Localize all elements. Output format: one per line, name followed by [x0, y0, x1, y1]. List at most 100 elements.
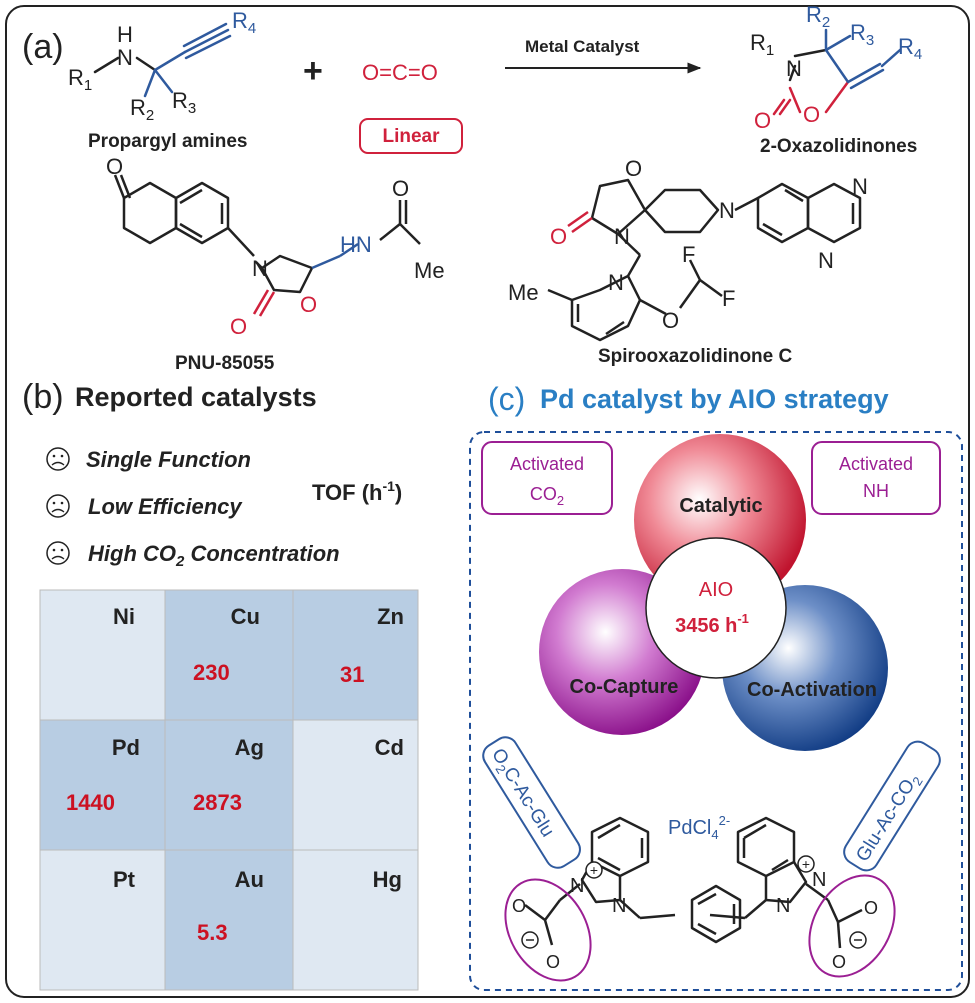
panel-a-label: (a): [22, 28, 64, 66]
table-cell-zn: Zn 31: [292, 589, 419, 721]
sad-face-icon: [46, 494, 70, 518]
table-cell-cd: Cd: [292, 719, 419, 851]
oxazolidinone-structure: N R1 R2 R3 R4 O O: [750, 2, 922, 133]
table-cell-ag: Ag 2873: [164, 719, 294, 851]
pnu-carbonyl-o: O: [106, 154, 123, 179]
pnu-amide-o: O: [392, 176, 409, 201]
quinoxaline-n2: N: [818, 248, 834, 273]
pnu-ring-o: O: [300, 292, 317, 317]
drug2-caption: Spirooxazolidinone C: [598, 346, 793, 367]
svg-text:+: +: [590, 862, 598, 878]
co2-formula: O=C=O: [362, 60, 438, 85]
right-chain-tag: Glu-Ac-CO2: [843, 740, 941, 872]
ligand-n-left-top: N: [570, 875, 584, 897]
pnu-85055-structure: [113, 174, 421, 317]
spiro-ring-o: O: [625, 156, 642, 181]
spiro-f2: F: [722, 286, 735, 311]
issue-item: Low Efficiency: [46, 494, 243, 519]
product-ring-o: O: [803, 102, 820, 127]
metal-label: Cu: [231, 604, 260, 629]
linear-tag: Linear: [382, 126, 440, 147]
activated-nh-line1: Activated: [839, 454, 913, 474]
pnu-hn: HN: [340, 232, 372, 257]
product-atom-r1: R1: [750, 30, 774, 59]
table-cell-hg: Hg: [292, 849, 419, 991]
tof-value: 31: [340, 662, 364, 687]
carboxylate-right-highlight: [808, 874, 896, 978]
spirooxazolidinone-structure: [547, 178, 862, 342]
panel-b: (b) Reported catalysts Single Function L…: [22, 378, 419, 991]
table-cell-au: Au 5.3: [164, 849, 294, 991]
issue-text: Single Function: [86, 447, 251, 472]
drug1-caption: PNU-85055: [175, 353, 275, 374]
metal-label: Zn: [377, 604, 404, 629]
issue-item: Single Function: [46, 447, 251, 472]
product-caption: 2-Oxazolidinones: [760, 136, 917, 157]
activated-co2-line2: CO2: [530, 484, 564, 508]
svg-text:+: +: [802, 856, 810, 872]
panel-b-label: (b): [22, 378, 64, 416]
propargyl-amine-structure: H N R1 R4 R2 R3: [68, 8, 256, 124]
activated-co2-box: Activated CO2: [481, 441, 613, 515]
issue-text: High CO2 Concentration: [88, 541, 340, 570]
carboxylate-o-right-1: O: [864, 898, 878, 918]
spiro-f1: F: [682, 242, 695, 267]
atom-r2: R2: [130, 95, 154, 124]
spiro-atom-n: N: [614, 224, 630, 249]
spiro-ether-o: O: [662, 308, 679, 333]
carboxylate-o-left-1: O: [512, 896, 526, 916]
tof-label: TOF (h-1): [312, 478, 402, 505]
pyridine-n: N: [608, 270, 624, 295]
product-atom-r3: R3: [850, 20, 874, 49]
panel-c-title: Pd catalyst by AIO strategy: [540, 384, 889, 414]
atom-h: H: [117, 22, 133, 47]
arrow-label: Metal Catalyst: [525, 37, 640, 56]
tof-value: 2873: [193, 790, 242, 815]
tof-table: Ni Cu 230 Zn 31 Pd 1440 Ag 2873: [39, 589, 419, 991]
aio-center-value: 3456 h-1: [675, 611, 749, 637]
pnu-exo-o: O: [230, 314, 247, 339]
metal-label: Ag: [235, 735, 264, 760]
spiro-me: Me: [508, 280, 539, 305]
panel-c-label: (c): [488, 381, 525, 417]
atom-n: N: [117, 45, 133, 70]
left-chain-tag: O2C-Ac-Glu: [482, 736, 581, 869]
atom-r3: R3: [172, 88, 196, 117]
aio-dashed-frame: [469, 431, 963, 991]
metal-label: Pd: [112, 735, 140, 760]
pnu-me: Me: [414, 258, 445, 283]
spiro-piperidine-n: N: [719, 198, 735, 223]
table-cell-cu: Cu 230: [164, 589, 294, 721]
counterion-label: PdCl42-: [668, 813, 730, 842]
product-atom-r2: R2: [806, 2, 830, 31]
activated-co2-line1: Activated: [510, 454, 584, 474]
plus-sign: +: [303, 52, 323, 90]
sad-face-icon: [46, 447, 70, 471]
panel-c: (c) Pd catalyst by AIO strategy Activate…: [469, 381, 963, 991]
pnu-atom-n: N: [252, 256, 268, 281]
outer-border: [5, 5, 970, 998]
metal-label: Cd: [375, 735, 404, 760]
circle-right-label: Co-Activation: [747, 679, 877, 701]
product-carbonyl-o: O: [754, 108, 771, 133]
ligand-n-right-top: N: [812, 869, 826, 891]
aio-center-label: AIO: [699, 579, 733, 601]
sad-face-icon: [46, 541, 70, 565]
circle-left-label: Co-Capture: [570, 676, 679, 698]
tof-value: 5.3: [197, 920, 228, 945]
metal-label: Pt: [113, 867, 136, 892]
issue-text: Low Efficiency: [88, 494, 243, 519]
atom-r4: R4: [232, 8, 256, 37]
issue-list: Single Function Low Efficiency High CO2 …: [46, 447, 340, 570]
metal-label: Au: [235, 867, 264, 892]
activated-nh-line2: NH: [863, 481, 889, 501]
activated-nh-box: Activated NH: [811, 441, 941, 515]
tof-value: 230: [193, 660, 230, 685]
table-cell-ni: Ni: [39, 589, 166, 721]
carboxylate-o-right-2: O: [832, 952, 846, 972]
circle-top-label: Catalytic: [679, 495, 762, 517]
table-cell-pd: Pd 1440: [39, 719, 166, 851]
panel-a: (a) H N R1 R4 R2 R3 Propargyl amines + O…: [22, 2, 922, 374]
carboxylate-o-left-2: O: [546, 952, 560, 972]
